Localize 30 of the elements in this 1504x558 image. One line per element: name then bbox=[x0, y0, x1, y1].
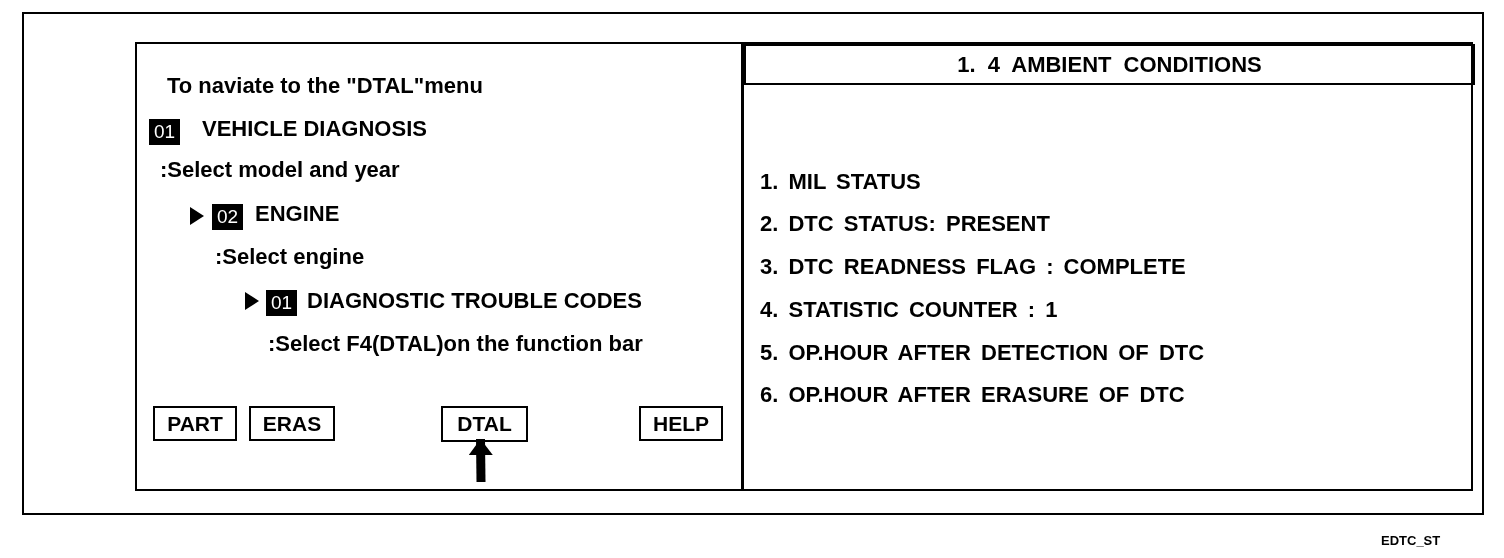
figure-code: EDTC_ST bbox=[1381, 533, 1441, 549]
menu-text: VEHICLE DIAGNOSIS bbox=[202, 116, 427, 143]
menu-text: 6. OP.HOUR AFTER ERASURE OF DTC bbox=[760, 382, 1185, 409]
function-key bbox=[441, 406, 528, 442]
function-key bbox=[249, 406, 335, 441]
key-label: DTAL bbox=[457, 412, 512, 436]
screen-title: 1. 4 AMBIENT CONDITIONS bbox=[957, 51, 1262, 78]
menu-text: 2. DTC STATUS: PRESENT bbox=[760, 211, 1050, 238]
menu-text: To naviate to the "DTAL"menu bbox=[167, 73, 483, 100]
menu-text: ENGINE bbox=[255, 201, 340, 228]
menu-number-text: 01 bbox=[153, 121, 176, 143]
screen-panel bbox=[135, 42, 743, 491]
menu-number-text: 01 bbox=[270, 292, 293, 314]
function-key bbox=[639, 406, 723, 441]
menu-text: DIAGNOSTIC TROUBLE CODES bbox=[307, 288, 642, 315]
menu-text: 3. DTC READNESS FLAG : COMPLETE bbox=[760, 254, 1186, 281]
screen-header bbox=[744, 44, 1475, 85]
key-label: HELP bbox=[653, 411, 709, 436]
key-label: ERAS bbox=[262, 411, 322, 436]
menu-text: :Select engine bbox=[215, 244, 365, 271]
menu-text: :Select F4(DTAL)on the function bar bbox=[268, 331, 643, 358]
menu-text: :Select model and year bbox=[160, 157, 400, 184]
menu-text: 1. MIL STATUS bbox=[760, 169, 921, 196]
menu-text: 5. OP.HOUR AFTER DETECTION OF DTC bbox=[760, 340, 1205, 367]
key-label: PART bbox=[167, 411, 223, 436]
menu-number-text: 02 bbox=[216, 206, 239, 228]
figure-frame bbox=[22, 12, 1484, 515]
menu-text: 4. STATISTIC COUNTER : 1 bbox=[760, 297, 1058, 324]
screen-panel bbox=[742, 42, 1473, 491]
function-key bbox=[153, 406, 237, 441]
